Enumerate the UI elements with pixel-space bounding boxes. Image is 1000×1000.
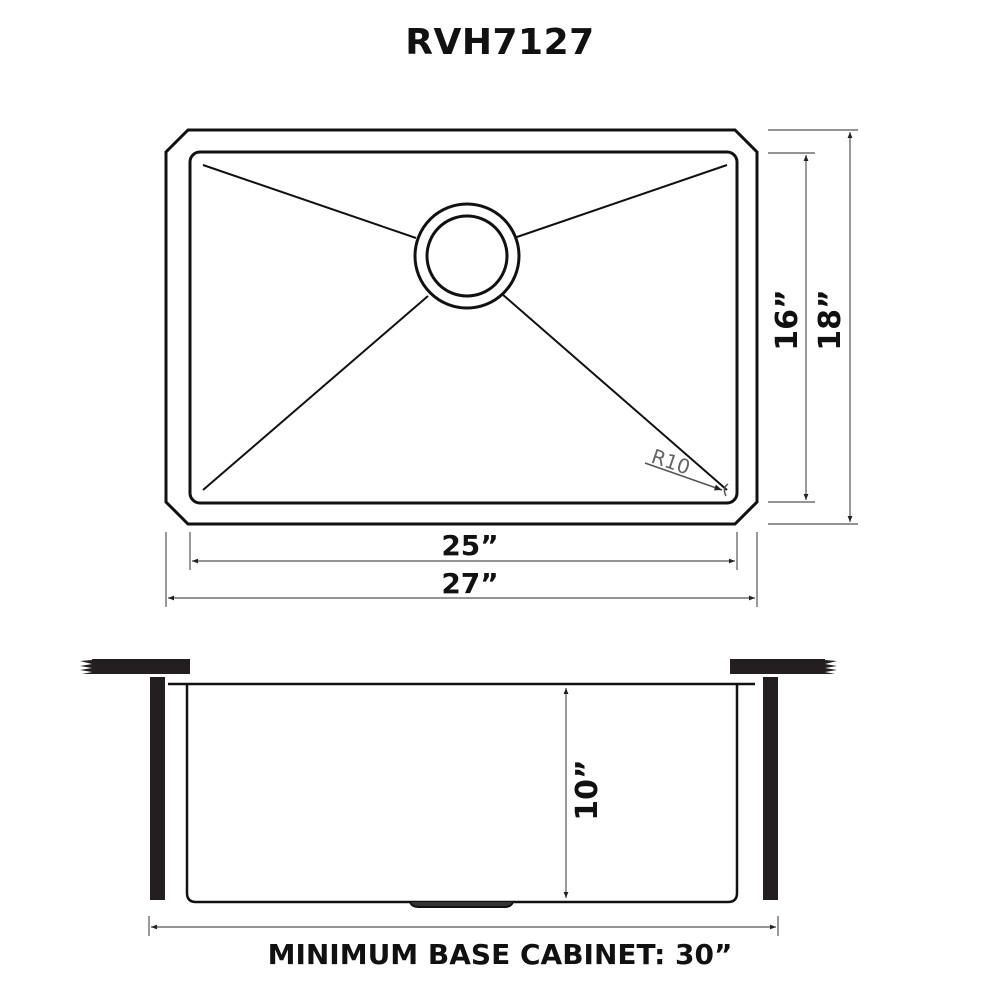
- cabinet-wall-left: [150, 677, 165, 900]
- outer-width-label: 27”: [441, 567, 498, 600]
- outer-length-label: 18”: [813, 289, 848, 350]
- inner-length-label: 16”: [770, 289, 805, 350]
- side-view: 10”: [80, 659, 837, 936]
- cabinet-wall-right: [763, 677, 778, 900]
- outer-flange: [164, 128, 759, 526]
- inner-width-dimension: [189, 532, 738, 570]
- model-title: RVH7127: [405, 22, 595, 63]
- depth-label: 10”: [570, 759, 605, 820]
- cabinet-label: MINIMUM BASE CABINET: 30”: [267, 938, 733, 971]
- drain-inner: [425, 214, 509, 298]
- cabinet-dimension: [148, 916, 779, 936]
- sink-bowl-profile: [185, 684, 739, 904]
- bowl-slope-lines: [202, 164, 728, 491]
- inner-width-label: 25”: [441, 529, 498, 562]
- drain-bump: [409, 901, 514, 908]
- inner-bowl: [188, 150, 739, 505]
- corner-radius-callout: R10: [644, 444, 729, 497]
- outer-width-dimension: [165, 532, 758, 607]
- countertop-right: [730, 659, 837, 674]
- corner-radius-label: R10: [648, 444, 693, 480]
- inner-length-dimension: [768, 152, 815, 503]
- top-view: R10 25” 27” 16” 18”: [164, 128, 858, 607]
- countertop-left: [80, 659, 190, 674]
- outer-length-dimension: [768, 129, 858, 525]
